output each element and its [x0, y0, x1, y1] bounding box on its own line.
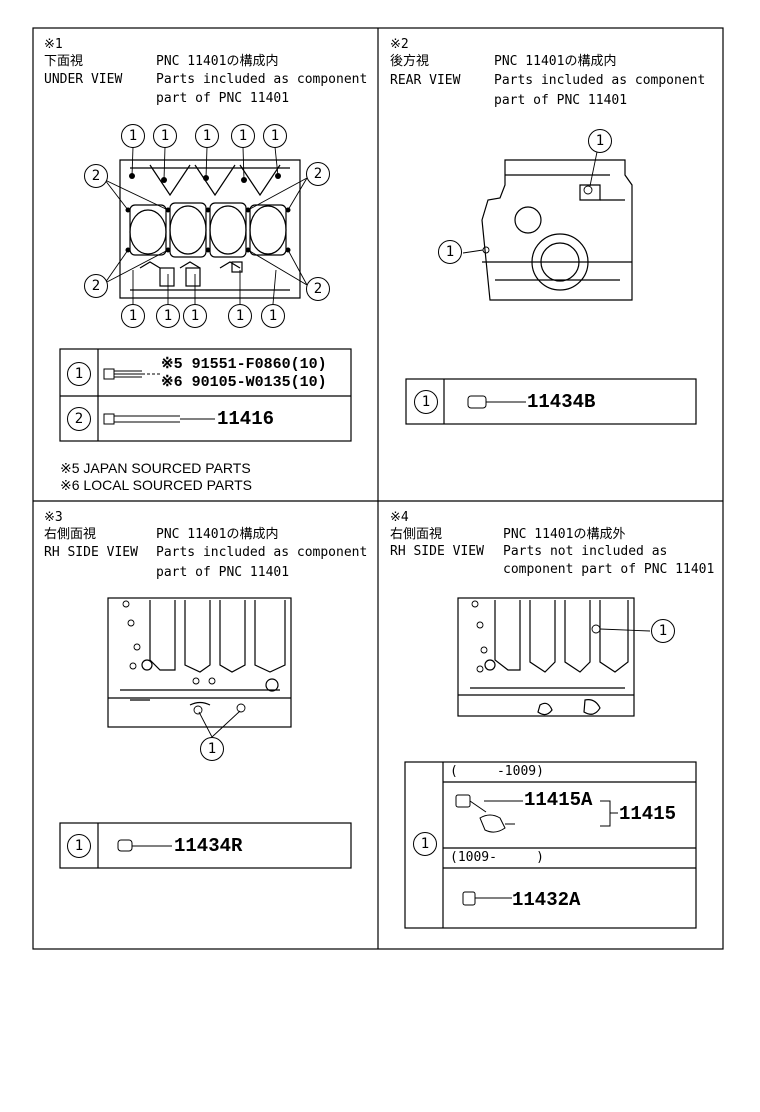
- callout-1: 1: [263, 124, 287, 148]
- q1-view-en: UNDER VIEW: [44, 72, 123, 87]
- q2-desc-en1: Parts included as component: [494, 73, 706, 88]
- callout-1: 1: [183, 304, 207, 328]
- callout-2: 2: [84, 164, 108, 188]
- q1-table-row1-no: 1: [67, 362, 91, 386]
- q1-desc-jp: PNC 11401の構成内: [156, 54, 279, 69]
- callout-2: 2: [306, 162, 330, 186]
- q4-desc-en2: component part of PNC 11401: [503, 562, 715, 577]
- q4-mark: ※4: [390, 510, 409, 525]
- callout-1: 1: [588, 129, 612, 153]
- callout-1: 1: [195, 124, 219, 148]
- callout-1: 1: [438, 240, 462, 264]
- q2-mark: ※2: [390, 37, 409, 52]
- q1-desc-en1: Parts included as component: [156, 72, 368, 87]
- q3-desc-jp: PNC 11401の構成内: [156, 527, 279, 542]
- q2-view-jp: 後方視: [390, 54, 430, 69]
- callout-1: 1: [200, 737, 224, 761]
- q4-part-11415: 11415: [619, 803, 677, 825]
- q1-mark: ※1: [44, 37, 63, 52]
- q2-desc-jp: PNC 11401の構成内: [494, 54, 617, 69]
- q3-view-jp: 右側面視: [44, 527, 97, 542]
- q3-desc-en2: part of PNC 11401: [156, 565, 290, 580]
- q1-part-japan: ※5 91551-F0860(10): [161, 356, 327, 373]
- q1-view-jp: 下面視: [44, 54, 84, 69]
- callout-1: 1: [121, 304, 145, 328]
- callout-1: 1: [153, 124, 177, 148]
- callout-1: 1: [121, 124, 145, 148]
- q1-part-11416: 11416: [217, 408, 275, 430]
- q1-table-row2-no: 2: [67, 407, 91, 431]
- q4-range-from-1009: (1009- ): [450, 850, 544, 865]
- callout-1: 1: [261, 304, 285, 328]
- callout-2: 2: [84, 274, 108, 298]
- q4-desc-en1: Parts not included as: [503, 544, 668, 559]
- q2-table-row1-no: 1: [414, 390, 438, 414]
- callout-1: 1: [228, 304, 252, 328]
- q2-part-11434b: 11434B: [527, 391, 596, 413]
- callout-2: 2: [306, 277, 330, 301]
- q4-range-upto-1009: ( -1009): [450, 764, 544, 779]
- q4-part-11432a: 11432A: [512, 889, 581, 911]
- q3-part-11434r: 11434R: [174, 835, 243, 857]
- q4-part-11415a: 11415A: [524, 789, 593, 811]
- q2-view-en: REAR VIEW: [390, 73, 461, 88]
- callout-1: 1: [231, 124, 255, 148]
- q3-mark: ※3: [44, 510, 63, 525]
- q1-part-local: ※6 90105-W0135(10): [161, 374, 327, 391]
- q4-view-en: RH SIDE VIEW: [390, 544, 484, 559]
- q1-note-local: ※6 LOCAL SOURCED PARTS: [60, 477, 252, 493]
- q4-view-jp: 右側面視: [390, 527, 443, 542]
- q3-view-en: RH SIDE VIEW: [44, 545, 138, 560]
- q3-table-row1-no: 1: [67, 834, 91, 858]
- q1-note-japan: ※5 JAPAN SOURCED PARTS: [60, 460, 251, 476]
- q4-table-row-no: 1: [413, 832, 437, 856]
- q4-desc-jp: PNC 11401の構成外: [503, 527, 626, 542]
- callout-1: 1: [156, 304, 180, 328]
- q2-desc-en2: part of PNC 11401: [494, 93, 628, 108]
- callout-1: 1: [651, 619, 675, 643]
- q3-desc-en1: Parts included as component: [156, 545, 368, 560]
- q1-desc-en2: part of PNC 11401: [156, 91, 290, 106]
